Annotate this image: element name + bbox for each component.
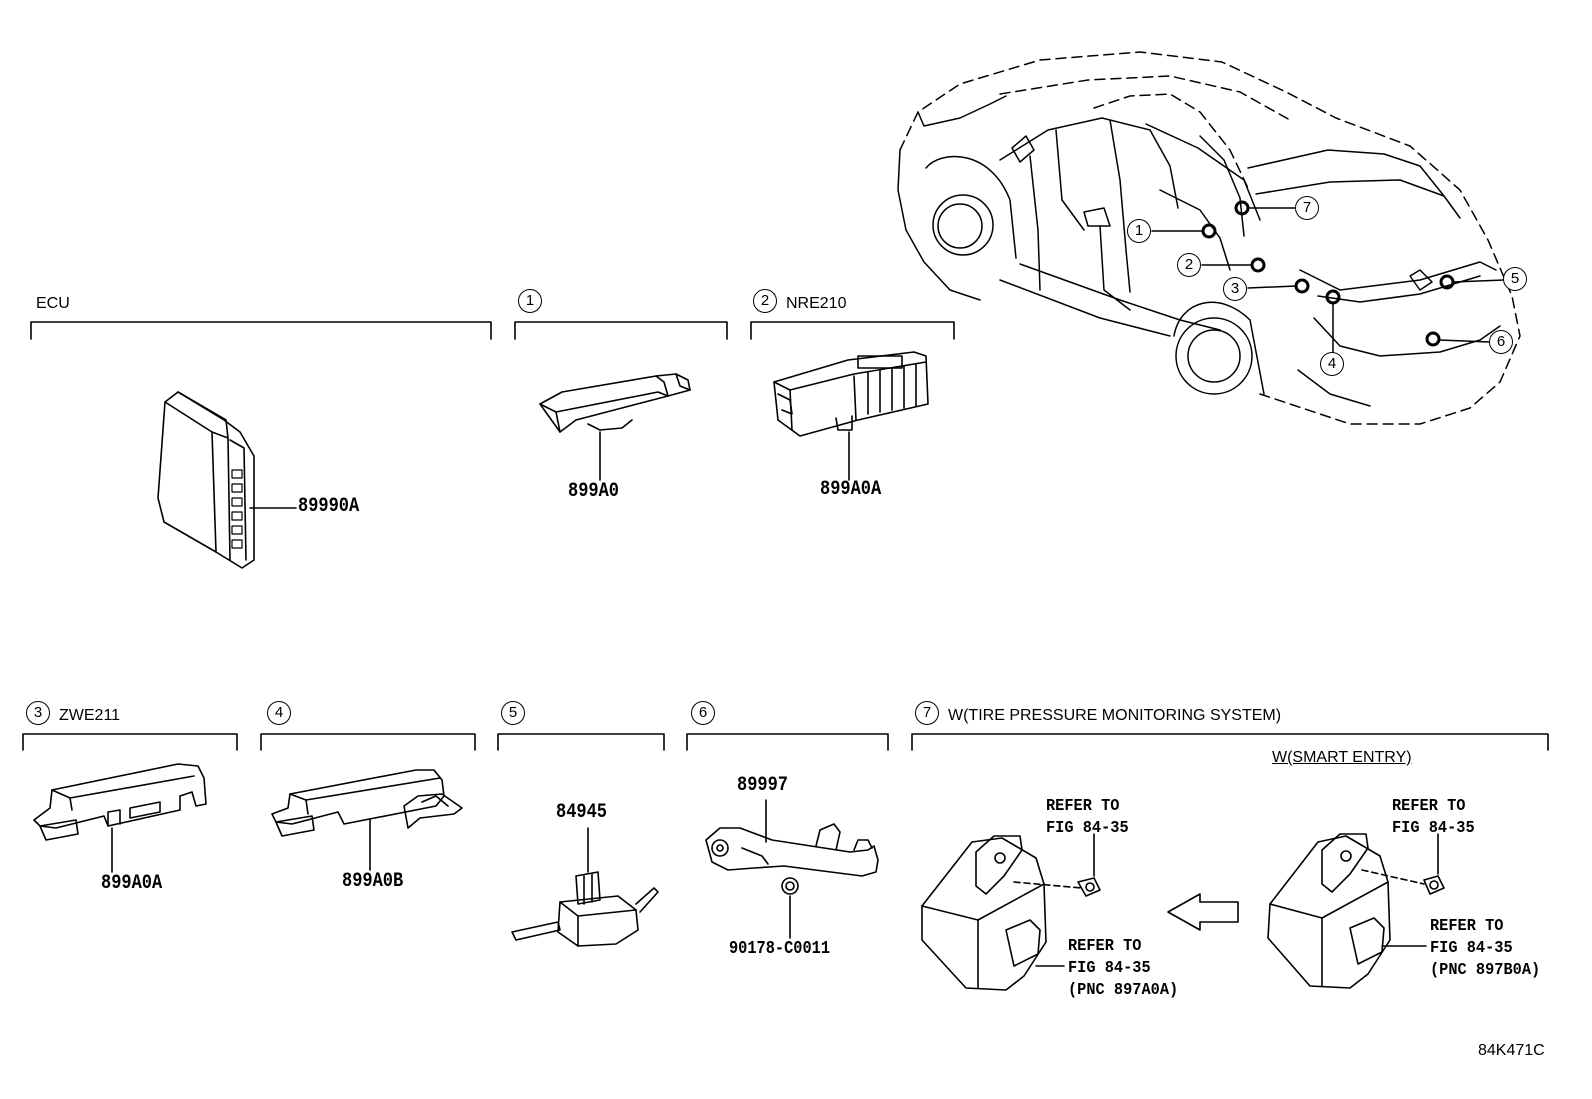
car-callout-1: 1 bbox=[1127, 219, 1151, 243]
part2-antenna-drawing bbox=[773, 351, 929, 481]
section-label-ecu: ECU bbox=[36, 295, 70, 312]
part-number-p3: 899A0A bbox=[101, 872, 163, 895]
ref-note-right-unit: REFER TO FIG 84-35 (PNC 897B0A) bbox=[1430, 916, 1540, 982]
part-number-p4: 899A0B bbox=[342, 870, 404, 893]
ref-line: FIG 84-35 bbox=[1430, 939, 1513, 958]
ref-line: FIG 84-35 bbox=[1392, 819, 1475, 838]
section-number-1: 1 bbox=[518, 289, 542, 313]
section-number-5: 5 bbox=[501, 701, 525, 725]
car-callout-7: 7 bbox=[1295, 196, 1319, 220]
section-number-2: 2 bbox=[753, 289, 777, 313]
car-callout-5: 5 bbox=[1503, 267, 1527, 291]
smart-entry-label: W(SMART ENTRY) bbox=[1272, 749, 1412, 766]
ref-note-left-unit: REFER TO FIG 84-35 (PNC 897A0A) bbox=[1068, 936, 1178, 1002]
part-number-ecu: 89990A bbox=[298, 495, 360, 518]
car-callout-4: 4 bbox=[1320, 352, 1344, 376]
ref-line: FIG 84-35 bbox=[1068, 959, 1151, 978]
part7-left-unit-drawing bbox=[921, 833, 1101, 991]
section-number-6: 6 bbox=[691, 701, 715, 725]
part6-sensor-drawing bbox=[705, 799, 879, 939]
section-number-7: 7 bbox=[915, 701, 939, 725]
part1-antenna-drawing bbox=[539, 373, 691, 481]
part-number-p2: 899A0A bbox=[820, 478, 882, 501]
ref-note-left-bolt: REFER TO FIG 84-35 bbox=[1046, 796, 1129, 840]
part4-antenna-drawing bbox=[271, 769, 463, 871]
figure-id: 84K471C bbox=[1478, 1042, 1545, 1059]
section-brackets bbox=[22, 321, 1549, 751]
part-number-p1: 899A0 bbox=[568, 480, 620, 503]
ref-note-right-bolt: REFER TO FIG 84-35 bbox=[1392, 796, 1475, 840]
ref-line: (PNC 897B0A) bbox=[1430, 961, 1541, 980]
section-code-zwe211: ZWE211 bbox=[59, 707, 121, 724]
part5-switch-drawing bbox=[511, 827, 659, 947]
section-code-nre210: NRE210 bbox=[786, 295, 847, 312]
car-outline-drawing bbox=[897, 51, 1521, 425]
ecu-module-drawing bbox=[157, 391, 297, 569]
section-number-3: 3 bbox=[26, 701, 50, 725]
part-number-p5: 84945 bbox=[556, 801, 608, 824]
ref-line: REFER TO bbox=[1392, 797, 1466, 816]
part3-antenna-drawing bbox=[33, 763, 207, 873]
part-number-p6-main: 89997 bbox=[737, 774, 789, 797]
car-callout-3: 3 bbox=[1223, 277, 1247, 301]
ref-line: (PNC 897A0A) bbox=[1068, 981, 1179, 1000]
section-number-4: 4 bbox=[267, 701, 291, 725]
ref-line: REFER TO bbox=[1046, 797, 1120, 816]
part7-right-unit-drawing bbox=[1267, 833, 1445, 989]
car-callout-6: 6 bbox=[1489, 330, 1513, 354]
ref-line: REFER TO bbox=[1068, 937, 1142, 956]
left-arrow-icon bbox=[1167, 893, 1239, 931]
part-number-p6-clip: 90178-C0011 bbox=[729, 939, 831, 959]
section-title-tpms: W(TIRE PRESSURE MONITORING SYSTEM) bbox=[948, 707, 1282, 724]
ref-line: FIG 84-35 bbox=[1046, 819, 1129, 838]
car-callout-2: 2 bbox=[1177, 253, 1201, 277]
ref-line: REFER TO bbox=[1430, 917, 1504, 936]
